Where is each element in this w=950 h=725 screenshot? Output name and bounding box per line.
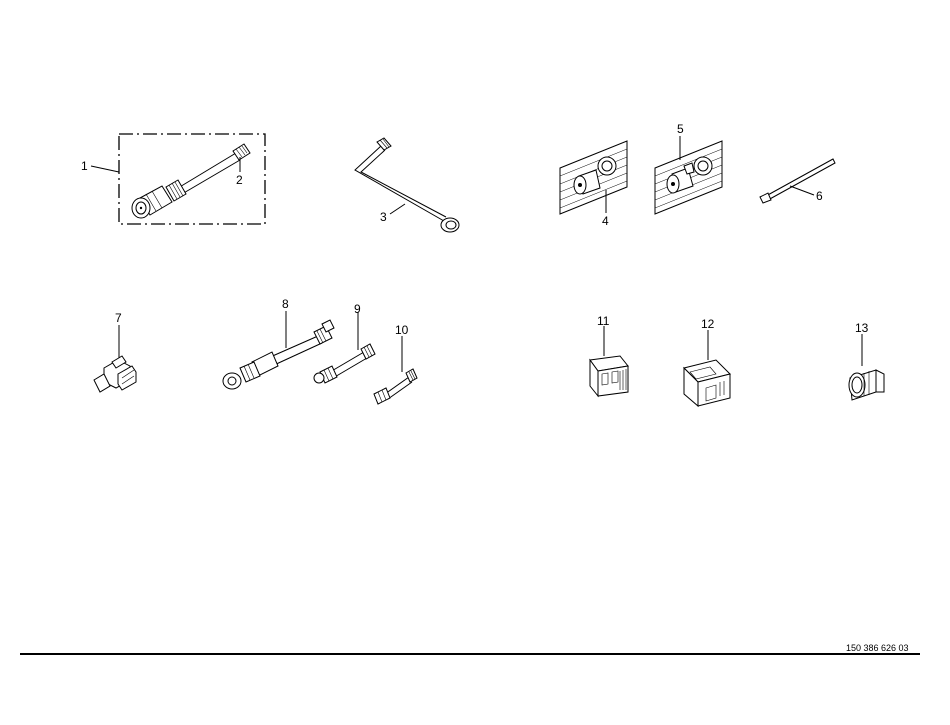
label-10: 10 xyxy=(395,323,409,337)
part-8-cable xyxy=(222,311,335,390)
leader-6 xyxy=(789,185,815,196)
label-8: 8 xyxy=(282,297,289,311)
leader-3 xyxy=(389,203,406,215)
label-5: 5 xyxy=(677,122,684,136)
label-6: 6 xyxy=(816,189,823,203)
label-2: 2 xyxy=(236,173,243,187)
label-4: 4 xyxy=(602,214,609,228)
part-12-housing xyxy=(683,330,731,408)
drawing-number: 150 386 626 03 xyxy=(846,643,909,653)
label-3: 3 xyxy=(380,210,387,224)
part-1-frame xyxy=(118,133,266,225)
part-9-cable xyxy=(313,312,376,384)
leader-1 xyxy=(90,165,120,173)
part-11-housing xyxy=(589,326,629,398)
part-6-cable-tie xyxy=(759,158,836,204)
part-4-bulkhead-fitting xyxy=(559,140,628,215)
label-1: 1 xyxy=(81,159,88,173)
label-9: 9 xyxy=(354,302,361,316)
part-1-cable-assembly xyxy=(90,133,266,225)
label-13: 13 xyxy=(855,321,869,335)
label-7: 7 xyxy=(115,311,122,325)
part-7-connector xyxy=(93,325,137,393)
part-10-cable xyxy=(373,336,418,405)
part-3-bent-line xyxy=(354,137,460,233)
label-12: 12 xyxy=(701,317,715,331)
label-11: 11 xyxy=(597,314,610,328)
part-5-bulkhead-fitting xyxy=(654,136,723,215)
part-2-plug xyxy=(232,143,251,161)
part-13-clip xyxy=(848,334,885,401)
